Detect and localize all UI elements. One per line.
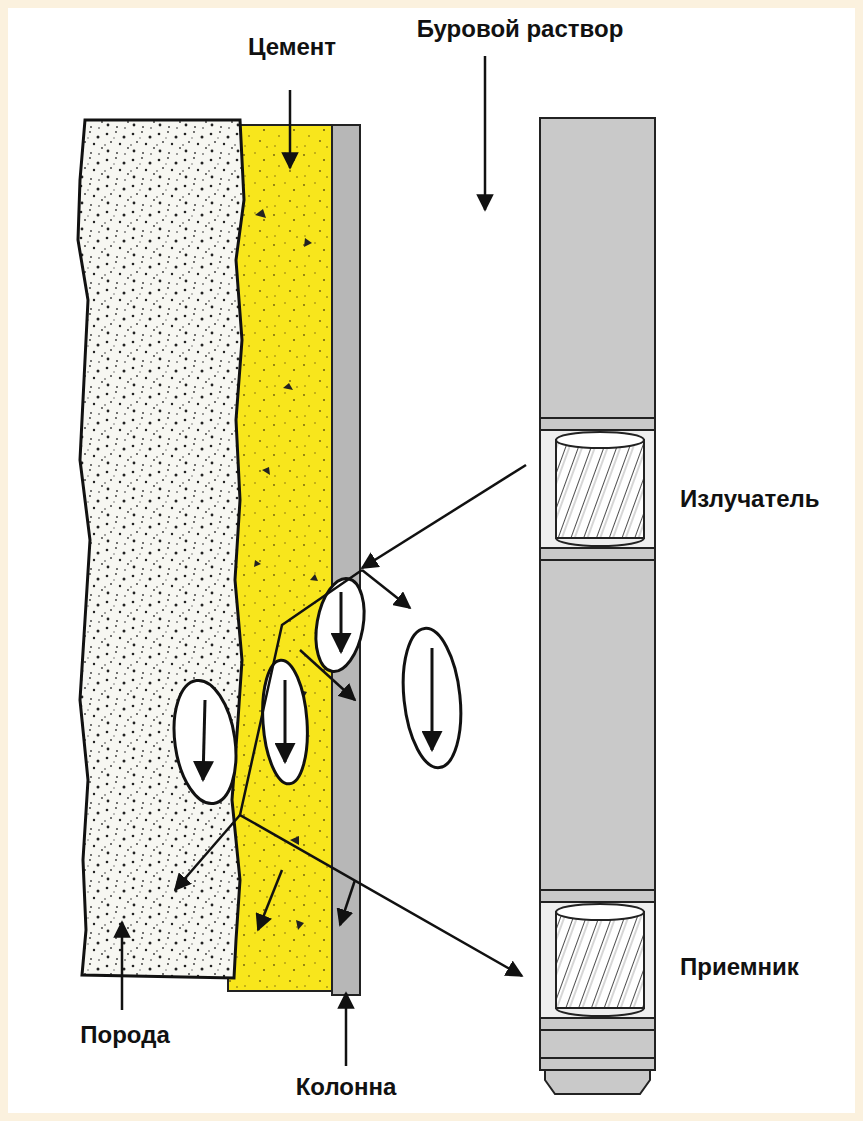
- label-pointers: [122, 56, 485, 1066]
- label-pointers-part: [289, 90, 292, 168]
- transmitter-coil-part: [556, 440, 644, 538]
- tool-joints-part: [540, 889, 655, 891]
- tool-joints-part: [540, 417, 655, 419]
- tool-joints-part: [540, 547, 655, 549]
- ray-paths-part: [240, 570, 522, 976]
- tool-joints-part: [540, 1029, 655, 1031]
- cement-layer: [228, 125, 332, 991]
- label-pointers-part: [345, 993, 348, 1066]
- cement-grains-part: [262, 467, 270, 475]
- receiver-window: [541, 902, 654, 1018]
- ray-paths-part: [258, 870, 282, 930]
- wave-packets-part: [397, 625, 467, 770]
- tool-joints-part: [540, 559, 655, 561]
- mud-label: Буровой раствор: [417, 16, 624, 42]
- packet-direction-arrows-part: [340, 592, 343, 652]
- ray-paths-part: [340, 880, 355, 925]
- receiver-label: Приемник: [680, 954, 799, 980]
- tool-joints-part: [540, 901, 655, 903]
- transmitter-coil-part: [556, 432, 644, 448]
- packet-direction-arrows-part: [431, 648, 434, 750]
- tool-body: [540, 118, 655, 1058]
- cement-grains-part: [296, 920, 304, 930]
- transmitter-label: Излучатель: [680, 486, 820, 512]
- tool-joints-part: [540, 429, 655, 431]
- tool-joints-part: [540, 1017, 655, 1019]
- tool-joints: [540, 418, 655, 1030]
- wave-packets-part: [309, 575, 371, 676]
- cement-grains-part: [304, 238, 312, 247]
- casing-label: Колонна: [296, 1074, 397, 1100]
- rock-label: Порода: [80, 1022, 170, 1048]
- receiver-coil-part: [556, 904, 644, 920]
- packet-direction-arrows-part: [203, 700, 205, 780]
- receiver-coil: [556, 904, 644, 1016]
- cement-grains: [254, 209, 318, 930]
- packet-direction-arrows-part: [284, 680, 287, 762]
- packet-direction-arrows: [203, 592, 432, 780]
- label-pointers-part: [484, 56, 487, 210]
- cement-grains-part: [255, 209, 266, 218]
- cement-grains-part: [254, 560, 261, 567]
- tool-collar: [540, 1058, 655, 1070]
- transmitter-coil: [556, 432, 644, 546]
- wave-packets-part: [259, 659, 312, 786]
- tool-nose: [545, 1070, 650, 1094]
- casing-wall: [332, 125, 360, 995]
- cement-grains-part: [283, 383, 293, 390]
- ray-paths-part: [300, 650, 355, 700]
- ray-paths: [175, 465, 526, 976]
- cement-label: Цемент: [248, 34, 336, 60]
- ray-paths-part: [362, 570, 410, 608]
- ray-paths-part: [362, 465, 526, 568]
- cement-grains-part: [310, 574, 318, 581]
- wave-packets: [167, 575, 468, 808]
- label-pointers-part: [121, 922, 124, 1010]
- receiver-coil-part: [556, 912, 644, 1008]
- transmitter-window: [541, 430, 654, 548]
- wave-packets-part: [167, 676, 244, 807]
- ray-paths-part: [175, 815, 240, 890]
- receiver-coil-part: [556, 1008, 644, 1016]
- rock-formation: [78, 120, 244, 978]
- transmitter-coil-part: [556, 538, 644, 546]
